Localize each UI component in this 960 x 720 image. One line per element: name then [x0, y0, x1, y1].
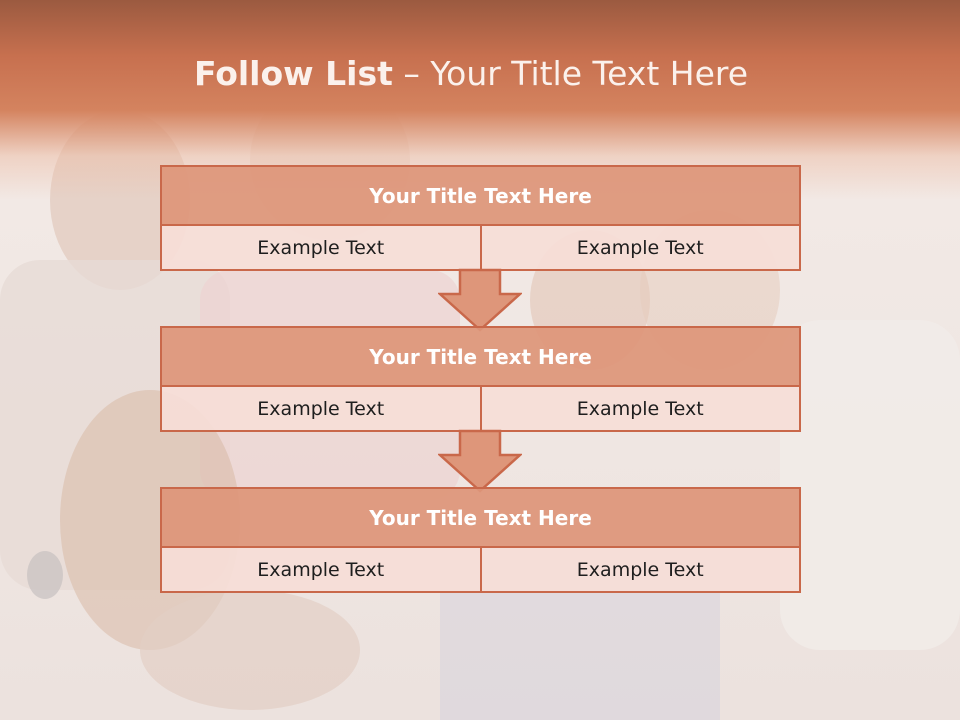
flow-block-2-left-cell: Example Text	[162, 387, 480, 430]
flow-block-3: Your Title Text Here Example Text Exampl…	[160, 487, 801, 593]
title-rest: – Your Title Text Here	[392, 54, 749, 93]
flow-block-2-right-cell: Example Text	[479, 387, 799, 430]
flow-block-2: Your Title Text Here Example Text Exampl…	[160, 326, 801, 432]
flow-block-3-right-cell: Example Text	[479, 548, 799, 591]
flow-block-3-row: Example Text Example Text	[162, 548, 799, 591]
flow-block-1-row: Example Text Example Text	[162, 226, 799, 269]
flow-block-3-left-cell: Example Text	[162, 548, 480, 591]
title-bold: Follow List	[193, 54, 393, 93]
flow-block-1: Your Title Text Here Example Text Exampl…	[160, 165, 801, 271]
down-arrow-icon	[438, 268, 522, 332]
flow-block-2-row: Example Text Example Text	[162, 387, 799, 430]
flow-block-1-heading: Your Title Text Here	[162, 167, 799, 226]
down-arrow-icon	[438, 429, 522, 493]
flow-block-1-left-cell: Example Text	[162, 226, 480, 269]
flow-block-2-heading: Your Title Text Here	[162, 328, 799, 387]
flow-block-3-heading: Your Title Text Here	[162, 489, 799, 548]
slide-title: Follow List – Your Title Text Here	[0, 54, 942, 93]
flow-block-1-right-cell: Example Text	[479, 226, 799, 269]
